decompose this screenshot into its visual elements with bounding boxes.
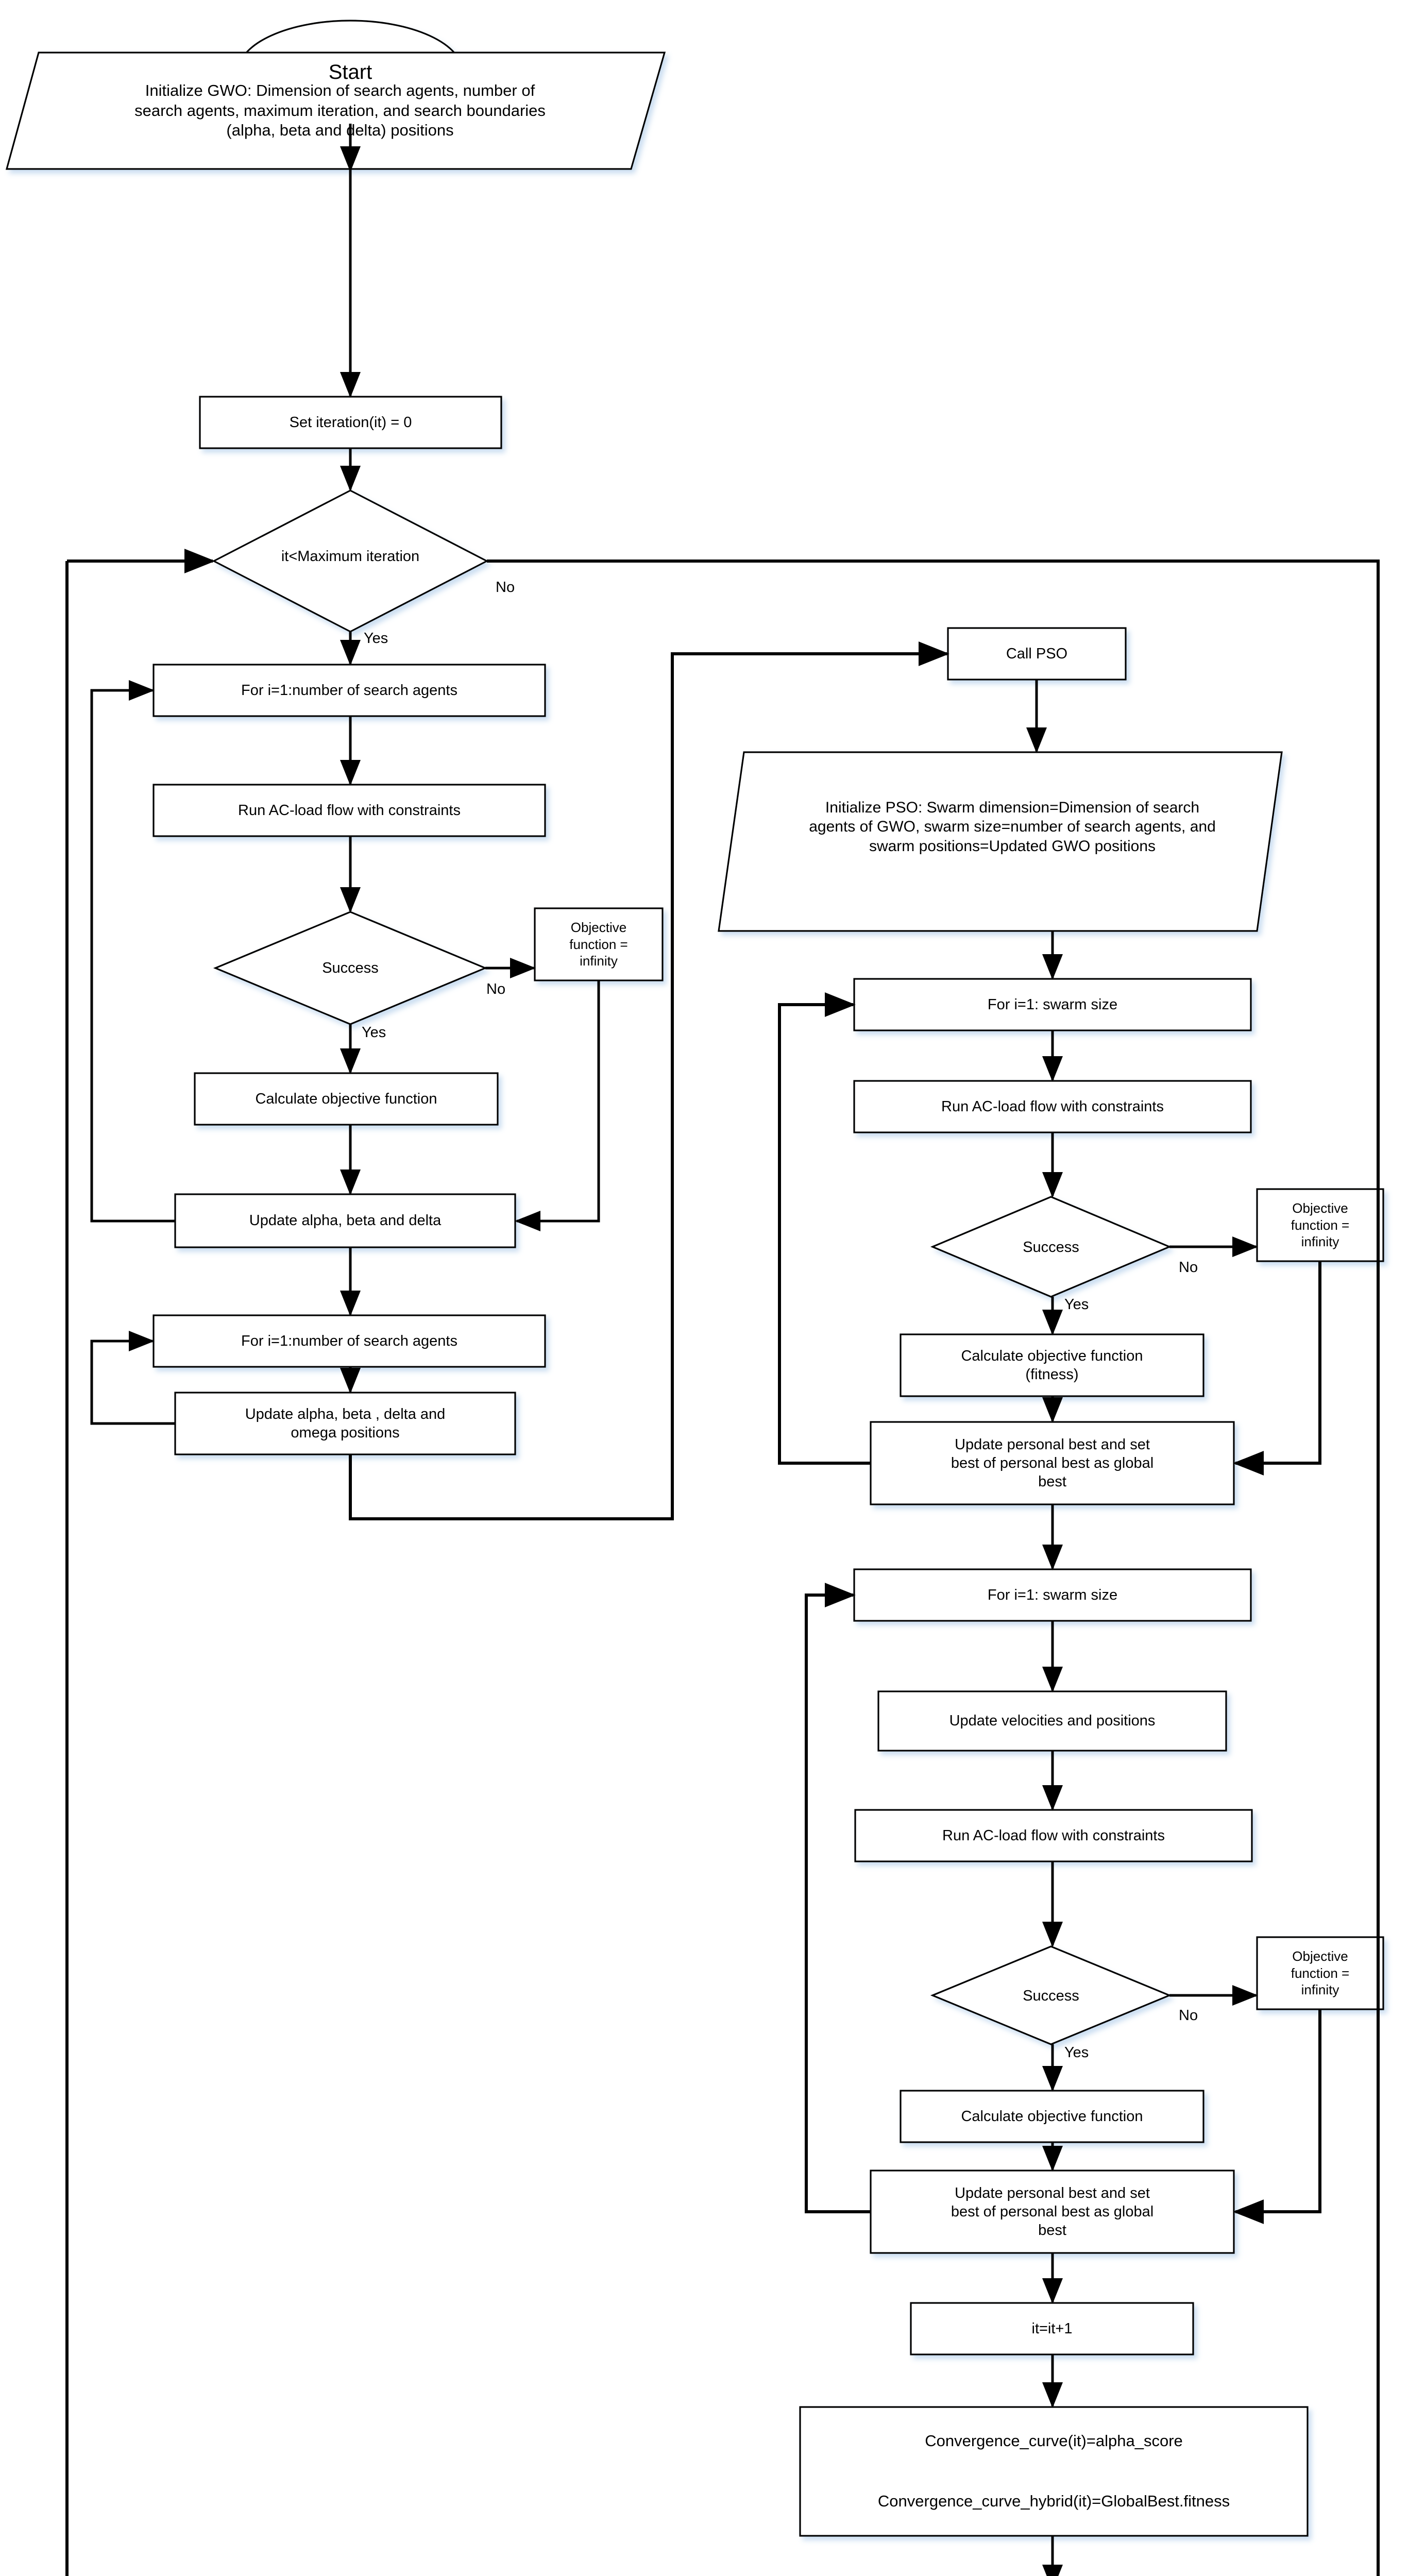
node-pso-acload-1-shape [853, 1080, 1252, 1133]
edge-label-it-max-yes: Yes [364, 630, 388, 647]
edge-label-gwo-success-no: No [486, 981, 506, 997]
node-it-max-shape [212, 489, 489, 633]
node-gwo-for-2-shape [152, 1314, 546, 1368]
node-gwo-update-abdo-shape [174, 1392, 516, 1455]
node-it-increment-shape [910, 2302, 1194, 2355]
node-pso-objinf-1-shape [1256, 1188, 1384, 1262]
node-gwo-objinf-1-shape [534, 907, 664, 981]
node-convergence-shape [799, 2406, 1309, 2537]
node-pso-update-best-2-shape [870, 2170, 1235, 2254]
node-gwo-for-1-shape [152, 664, 546, 717]
node-call-pso-shape [947, 627, 1127, 681]
edge-gwo-inner-loop-1 [90, 680, 175, 1223]
edge-it-max-no-to-right-rail [487, 560, 1380, 2576]
node-pso-acload-2-shape [854, 1809, 1253, 1862]
node-gwo-calc-obj-shape [194, 1072, 499, 1126]
node-init-pso-shape [718, 751, 1283, 932]
node-gwo-update-abd-shape [174, 1193, 516, 1248]
node-pso-objinf-2-shape [1256, 1936, 1384, 2010]
node-pso-for-2-shape [853, 1568, 1252, 1622]
node-pso-for-1-shape [853, 978, 1252, 1031]
node-gwo-success-1-shape [213, 911, 488, 1025]
node-gwo-acload-1-shape [152, 784, 546, 837]
edge-gwo-inner-loop-2 [90, 1331, 175, 1425]
edge-label-pso-success-2-no: No [1179, 2007, 1198, 2024]
edge-label-pso-success-1-no: No [1179, 1259, 1198, 1276]
node-set-iteration-shape [199, 396, 502, 449]
node-pso-update-best-1-shape [870, 1421, 1235, 1505]
edge-label-pso-success-1-yes: Yes [1064, 1296, 1089, 1313]
node-pso-calc-fit-shape [900, 1333, 1205, 1397]
node-pso-update-vel-shape [877, 1690, 1227, 1752]
edge-pso-objinf-2-to-update-best-2 [1233, 2009, 1321, 2224]
edge-gwo-to-call-pso [349, 641, 949, 1520]
node-pso-success-2-shape [930, 1945, 1172, 2045]
edge-pso-objinf-1-to-update-best [1233, 1261, 1321, 1476]
edge-label-it-max-no: No [496, 579, 515, 596]
edge-pso-inner-loop-2 [805, 1583, 871, 2213]
node-pso-success-1-shape [930, 1196, 1172, 1298]
edge-pso-inner-loop-1 [778, 992, 871, 1465]
edge-gwo-objinf-to-update-abd [514, 980, 600, 1231]
node-init-gwo-shape [5, 52, 666, 170]
edge-label-pso-success-2-yes: Yes [1064, 2044, 1089, 2061]
node-pso-calc-obj-2-shape [900, 2090, 1205, 2143]
edge-label-gwo-success-yes: Yes [362, 1024, 386, 1041]
